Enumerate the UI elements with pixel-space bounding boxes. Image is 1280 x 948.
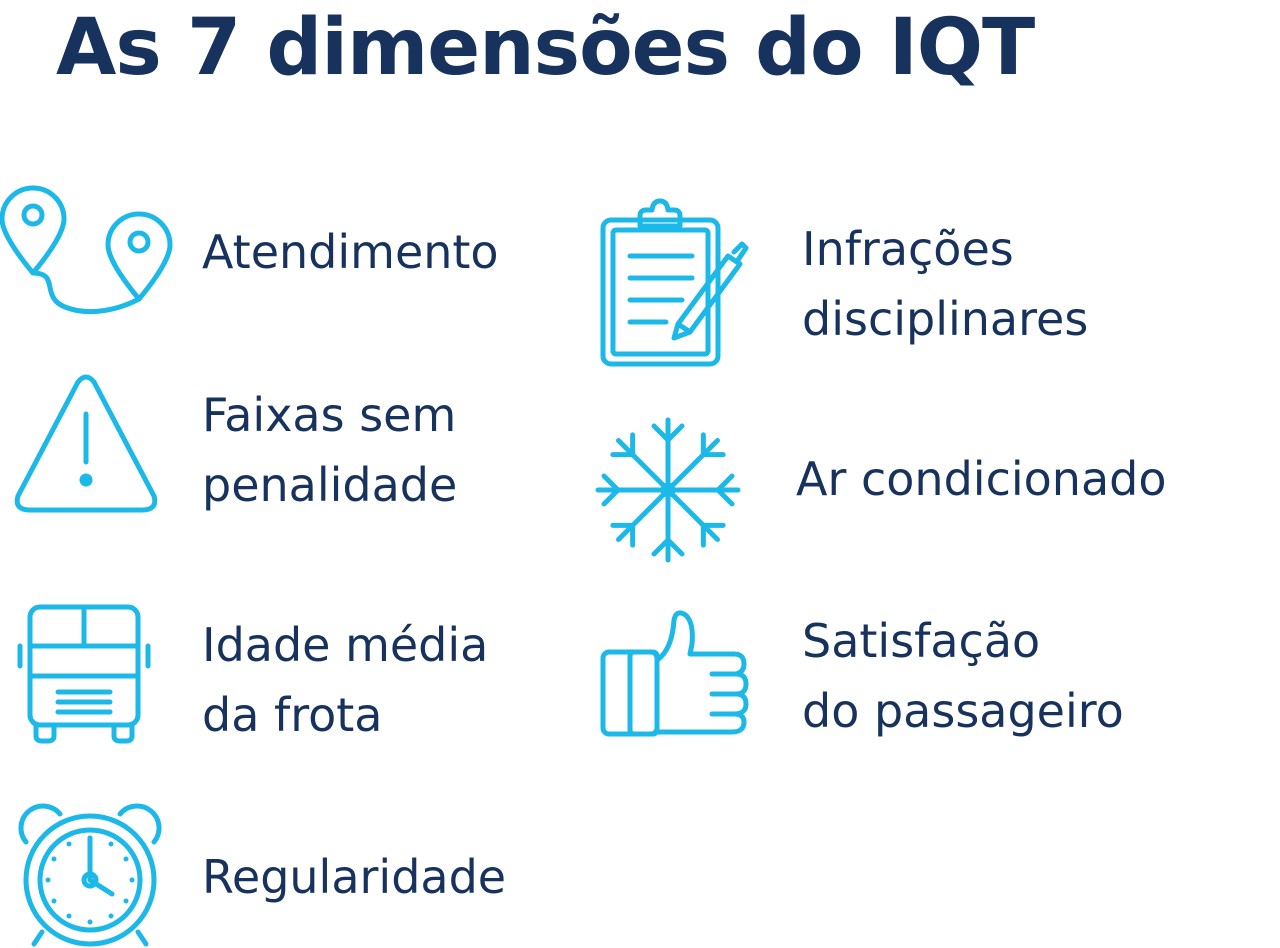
alarm-clock-icon xyxy=(18,803,162,948)
dimension-label-ar-condicionado: Ar condicionado xyxy=(796,452,1167,506)
dimension-label-regularidade: Regularidade xyxy=(202,850,507,904)
dimension-label-faixas: Faixas sem penalidade xyxy=(202,388,458,512)
bus-icon xyxy=(16,604,152,744)
map-route-icon xyxy=(0,185,173,320)
dimension-label-infracoes: Infrações disciplinares xyxy=(802,222,1089,346)
page-title: As 7 dimensões do IQT xyxy=(56,3,1035,93)
thumbs-up-icon xyxy=(600,610,750,740)
snowflake-icon xyxy=(594,416,742,564)
dimension-label-atendimento: Atendimento xyxy=(202,225,499,279)
clipboard-pen-icon xyxy=(600,198,749,368)
warning-triangle-icon xyxy=(14,374,158,514)
dimension-label-satisfacao: Satisfação do passageiro xyxy=(802,614,1124,738)
dimension-label-idade-media: Idade média da frota xyxy=(202,618,489,742)
